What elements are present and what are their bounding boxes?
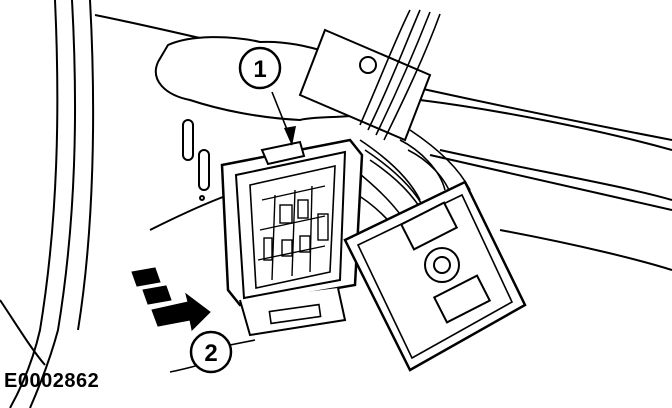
- callout-2-leader: [229, 339, 256, 346]
- callout-1-arrowhead: [284, 126, 296, 146]
- pillar-slots: [182, 119, 210, 201]
- callout-1-number: 1: [253, 56, 266, 83]
- callout-2: 2: [169, 330, 256, 374]
- callout-1-circle: [238, 46, 282, 90]
- callout-1: 1: [238, 46, 296, 146]
- direction-arrows: [131, 267, 211, 332]
- callout-2-number: 2: [204, 340, 217, 367]
- door-pillar: [0, 0, 95, 408]
- fuse-box: [220, 138, 364, 337]
- figure-id-label: E0002862: [4, 370, 100, 392]
- fuse-box-cover: [343, 180, 527, 372]
- callout-2-circle: [189, 330, 233, 374]
